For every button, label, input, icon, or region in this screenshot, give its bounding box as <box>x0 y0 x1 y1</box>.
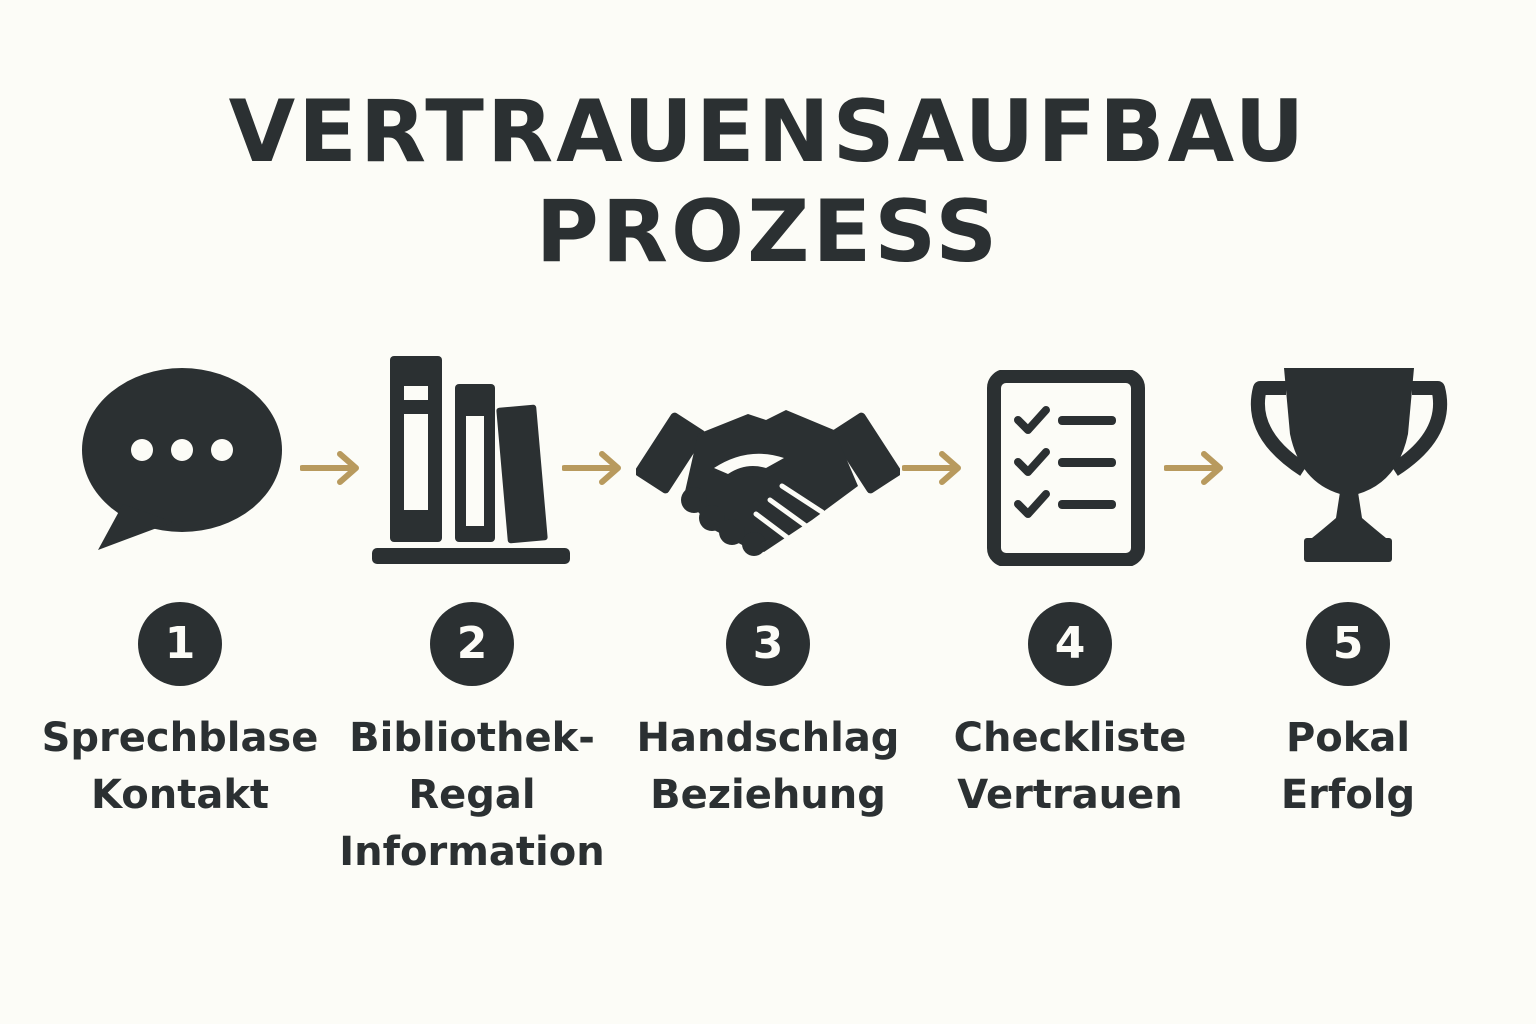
speech-bubble-icon <box>78 364 288 560</box>
step-label: Handschlag Beziehung <box>628 710 908 824</box>
step-label-line: Erfolg <box>1280 772 1416 818</box>
step-number-badge: 1 <box>138 602 222 686</box>
page-title: VERTRAUENSAUFBAU PROZESS <box>228 82 1308 282</box>
arrow-right-icon <box>1163 448 1228 488</box>
handshake-icon <box>636 394 900 562</box>
step-label: Pokal Erfolg <box>1208 710 1488 824</box>
step-label-line: Pokal <box>1285 715 1411 761</box>
step-label-line: Handschlag <box>636 715 900 761</box>
step-label-line: Kontakt <box>90 772 270 818</box>
step-number-badge: 2 <box>430 602 514 686</box>
arrow-right-icon <box>901 448 966 488</box>
step-label-line: Regal <box>408 772 536 818</box>
trophy-icon <box>1246 364 1452 564</box>
step-label: Bibliothek- Regal Information <box>332 710 612 881</box>
step-label: Checkliste Vertrauen <box>930 710 1210 824</box>
step-label: Sprechblase Kontakt <box>40 710 320 824</box>
arrow-right-icon <box>299 448 364 488</box>
checklist-icon <box>986 370 1146 566</box>
step-label-line: Checkliste <box>953 715 1187 761</box>
step-number-badge: 3 <box>726 602 810 686</box>
step-label-line: Bibliothek- <box>349 715 595 761</box>
step-number-badge: 5 <box>1306 602 1390 686</box>
bookshelf-icon <box>370 352 574 570</box>
step-label-line: Sprechblase <box>41 715 319 761</box>
step-label-line: Beziehung <box>650 772 886 818</box>
step-number-badge: 4 <box>1028 602 1112 686</box>
arrow-right-icon <box>561 448 626 488</box>
step-label-line: Information <box>339 829 605 875</box>
step-label-line: Vertrauen <box>957 772 1183 818</box>
